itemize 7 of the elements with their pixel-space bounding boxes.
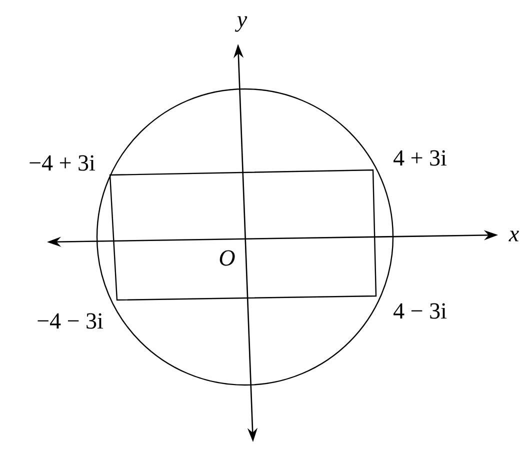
axis-label: x (508, 230, 519, 242)
point-label: 4 − 3i (394, 303, 446, 319)
point-label: 4 + 3i (394, 150, 446, 166)
point-label: −4 − 3i (38, 313, 103, 329)
point-label: −4 + 3i (30, 155, 95, 171)
origin-label: O (220, 250, 235, 266)
axis-label: y (234, 16, 248, 32)
